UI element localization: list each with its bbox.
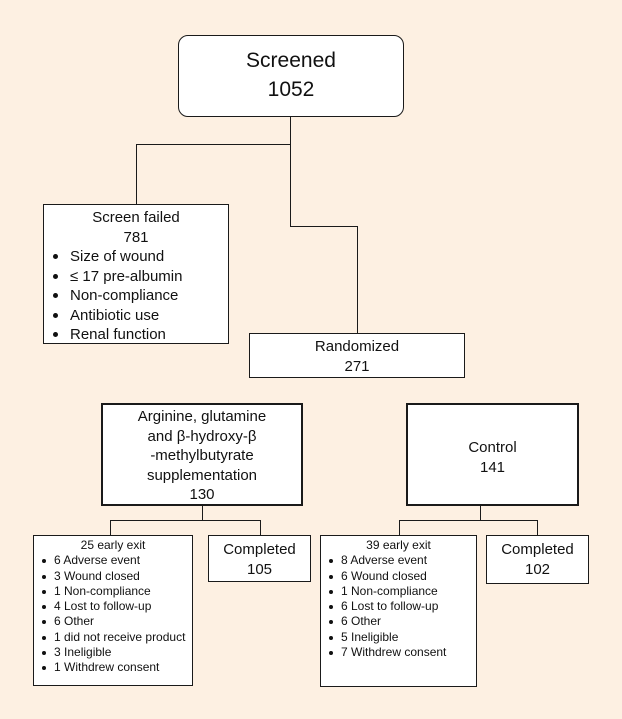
screened-box: Screened 1052 (178, 35, 404, 117)
list-item: Non-compliance (44, 286, 228, 306)
list-item: 6 Other (34, 614, 192, 629)
control-arm-count: 141 (479, 458, 506, 476)
list-item: 3 Wound closed (34, 569, 192, 584)
treatment-arm-line: supplementation (146, 466, 258, 484)
list-item: 8 Adverse event (321, 553, 476, 568)
list-item: 7 Withdrew consent (321, 645, 476, 660)
connector-line (110, 520, 261, 521)
control-early-exit-reasons: 8 Adverse event 6 Wound closed 1 Non-com… (321, 553, 476, 660)
connector-line (136, 144, 137, 204)
treatment-arm-count: 130 (189, 486, 215, 503)
screened-label: Screened (246, 49, 336, 72)
treatment-early-exit-reasons: 6 Adverse event 3 Wound closed 1 Non-com… (34, 553, 192, 675)
treatment-early-exit-label: 25 early exit (80, 538, 146, 552)
randomized-box: Randomized 271 (249, 333, 465, 378)
list-item: 6 Wound closed (321, 569, 476, 584)
screen-failed-reasons: Size of wound ≤ 17 pre-albumin Non-compl… (44, 247, 228, 345)
connector-line (480, 505, 481, 520)
list-item: 6 Adverse event (34, 553, 192, 568)
screen-failed-label: Screen failed (92, 209, 180, 226)
control-arm-box: Control 141 (406, 403, 579, 506)
treatment-completed-label: Completed (223, 541, 296, 558)
treatment-arm-line: Arginine, glutamine (137, 408, 267, 425)
list-item: 3 Ineligible (34, 645, 192, 660)
treatment-arm-line: and β-hydroxy-β (147, 427, 257, 445)
connector-line (290, 226, 358, 227)
connector-line (260, 520, 261, 535)
control-arm-label: Control (468, 439, 517, 456)
control-early-exit-box: 39 early exit 8 Adverse event 6 Wound cl… (320, 535, 477, 687)
control-completed-label: Completed (501, 541, 574, 558)
treatment-completed-box: Completed 105 (208, 535, 311, 582)
connector-line (399, 520, 400, 535)
screened-count: 1052 (267, 78, 315, 101)
list-item: 4 Lost to follow-up (34, 599, 192, 614)
screen-failed-count: 781 (123, 228, 149, 246)
connector-line (399, 520, 538, 521)
control-completed-count: 102 (524, 560, 551, 578)
list-item: Size of wound (44, 247, 228, 267)
list-item: 1 Non-compliance (321, 584, 476, 599)
control-early-exit-label: 39 early exit (366, 538, 431, 552)
connector-line (202, 506, 203, 520)
randomized-count: 271 (344, 357, 370, 375)
list-item: 1 Non-compliance (34, 584, 192, 599)
list-item: 5 Ineligible (321, 630, 476, 645)
connector-line (136, 144, 291, 145)
connector-line (537, 520, 538, 535)
treatment-early-exit-box: 25 early exit 6 Adverse event 3 Wound cl… (33, 535, 193, 686)
control-completed-box: Completed 102 (486, 535, 589, 584)
connector-line (290, 117, 291, 227)
list-item: 6 Other (321, 614, 476, 629)
randomized-label: Randomized (314, 338, 400, 355)
list-item: Antibiotic use (44, 306, 228, 326)
list-item: 1 Withdrew consent (34, 660, 192, 675)
list-item: 6 Lost to follow-up (321, 599, 476, 614)
list-item: 1 did not receive product (34, 630, 192, 645)
treatment-arm-line: -methylbutyrate (150, 447, 254, 464)
list-item: Renal function (44, 325, 228, 345)
treatment-completed-count: 105 (246, 560, 273, 578)
treatment-arm-box: Arginine, glutamine and β-hydroxy-β -met… (101, 403, 303, 506)
connector-line (357, 226, 358, 333)
list-item: ≤ 17 pre-albumin (44, 267, 228, 287)
screen-failed-box: Screen failed 781 Size of wound ≤ 17 pre… (43, 204, 229, 344)
connector-line (110, 520, 111, 535)
